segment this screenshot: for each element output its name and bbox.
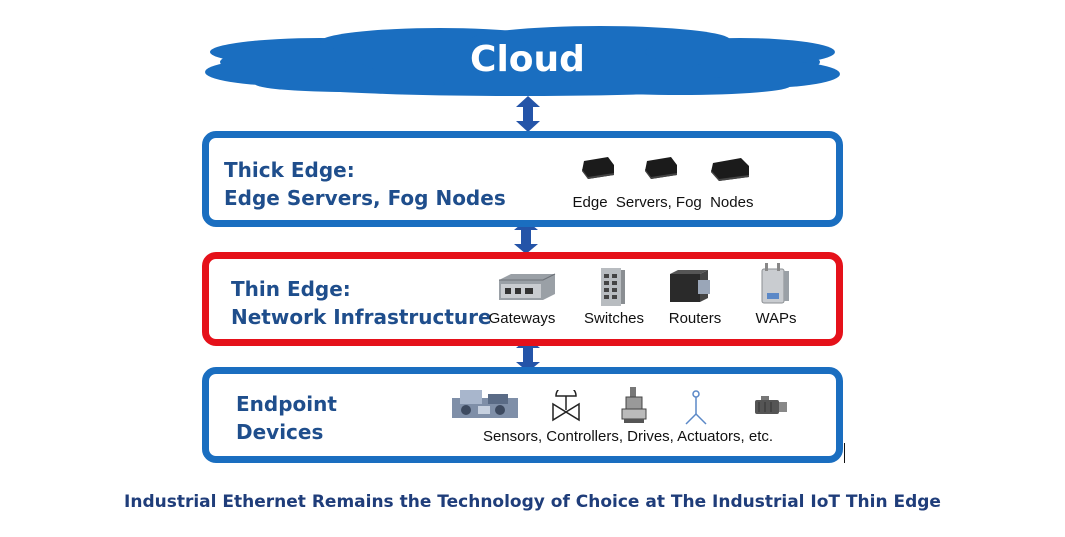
edge-server-icon (641, 155, 679, 181)
arrow-thin-edge-to-endpoint (515, 338, 541, 372)
gateway-icon (497, 272, 557, 302)
router-icon (668, 270, 712, 304)
endpoint-devices-label: Sensors, Controllers, Drives, Actuators,… (482, 428, 774, 445)
arrow-cloud-to-thick-edge (515, 96, 541, 132)
figure-caption: Industrial Ethernet Remains the Technolo… (124, 492, 941, 512)
thin-edge-device-label-routers: Routers (668, 310, 722, 327)
thick-edge-box (202, 131, 843, 227)
endpoint-box (202, 367, 843, 463)
thick-edge-title-line1: Thick Edge: (224, 158, 355, 182)
motor-icon (751, 394, 791, 418)
switch-icon (597, 266, 627, 308)
cloud-shape (200, 22, 840, 102)
endpoint-title: Endpoint Devices (236, 390, 337, 446)
thin-edge-title-line2: Network Infrastructure (231, 305, 492, 329)
wap-icon (757, 263, 793, 307)
thin-edge-device-label-waps: WAPs (755, 310, 797, 327)
thin-edge-device-label-switches: Switches (583, 310, 645, 327)
thin-edge-title: Thin Edge: Network Infrastructure (231, 275, 492, 331)
valve-controller-icon (551, 390, 581, 424)
thin-edge-title-line1: Thin Edge: (231, 277, 351, 301)
arrow-thick-to-thin-edge (513, 220, 539, 254)
thick-edge-title: Thick Edge: Edge Servers, Fog Nodes (224, 156, 506, 212)
thick-edge-title-line2: Edge Servers, Fog Nodes (224, 186, 506, 210)
thin-edge-box (202, 252, 843, 346)
cloud-label: Cloud (470, 39, 585, 80)
endpoint-title-line2: Devices (236, 420, 324, 444)
drive-machine-icon (450, 388, 522, 422)
endpoint-title-line1: Endpoint (236, 392, 337, 416)
thick-edge-devices-label: Edge Servers, Fog Nodes (572, 194, 754, 211)
thin-edge-device-label-gateways: Gateways (488, 310, 556, 327)
edge-server-icon (707, 155, 751, 183)
edge-server-icon (578, 155, 616, 181)
tier-divider-line (844, 443, 845, 463)
antenna-sensor-icon (683, 390, 709, 426)
actuator-drive-icon (620, 385, 648, 425)
